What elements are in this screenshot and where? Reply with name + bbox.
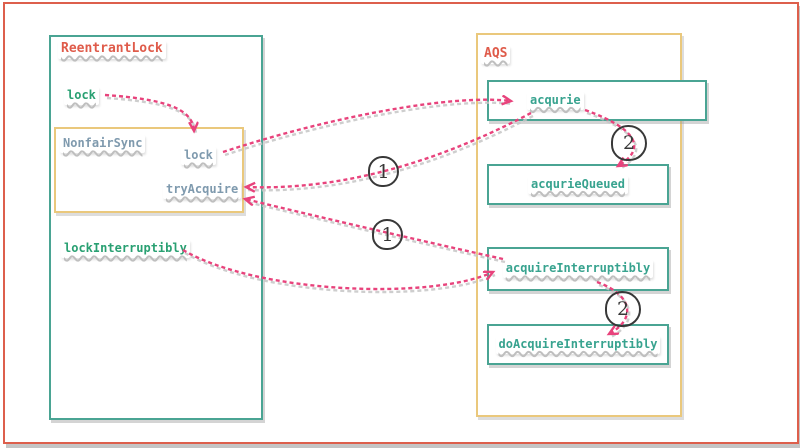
reentrantlock-class-title: ReentrantLock [58,41,166,59]
nonfairsync-class-title: NonfairSync [60,135,146,153]
aqs-acquire-method-label: acqurie [527,91,584,110]
aqs-acquirequeued-method-box: acqurieQueued [487,164,669,205]
reentrantlock-lockinterruptibly-method-label: lockInterruptibly [61,240,190,258]
aqs-doacquireinterruptibly-method-label: doAcquireInterruptibly [495,335,661,354]
step-marker-1b-label: 1 [381,223,394,246]
step-marker-2b-label: 2 [616,298,630,320]
nonfairsync-lock-method-label: lock [181,147,216,165]
step-marker-1b: 1 [372,219,403,250]
diagram-canvas: ReentrantLock lock lockInterruptibly Non… [3,2,799,444]
aqs-acquire-method-box: acqurie [487,80,707,121]
aqs-class-title: AQS [481,46,511,64]
aqs-doacquireinterruptibly-method-box: doAcquireInterruptibly [487,324,669,365]
step-marker-1a: 1 [368,156,399,187]
aqs-acquireinterruptibly-method-label: acquireInterruptibly [502,260,654,278]
arrow-nonfairsync-lock-to-acquire [222,100,511,154]
step-marker-2a: 2 [611,125,647,161]
step-marker-2b: 2 [605,291,641,327]
aqs-acquireinterruptibly-method-box: acquireInterruptibly [487,247,669,291]
nonfairsync-tryacquire-method-label: tryAcquire [163,181,242,199]
reentrantlock-lock-method-label: lock [64,87,99,105]
step-marker-2a-label: 2 [622,132,636,154]
aqs-acquirequeued-method-label: acqurieQueued [528,175,628,194]
step-marker-1a-label: 1 [377,160,390,183]
